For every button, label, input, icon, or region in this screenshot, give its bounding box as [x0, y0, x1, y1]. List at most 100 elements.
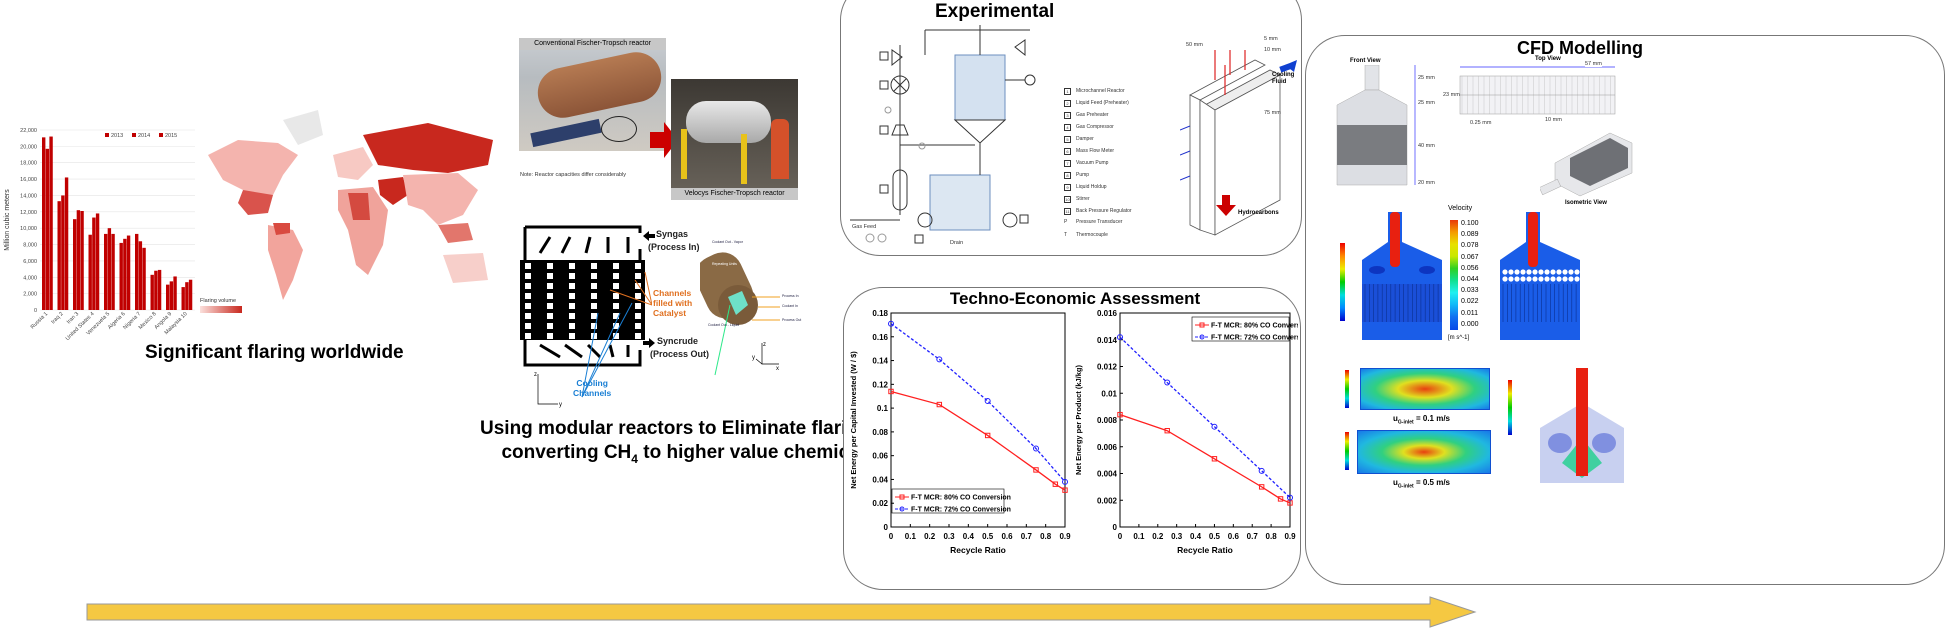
velocity-value: 0.078 — [1461, 242, 1479, 250]
legend-swatch — [132, 133, 136, 137]
velocity-value: 0.044 — [1461, 276, 1479, 284]
legend-text: Gas Preheater — [1076, 112, 1109, 118]
svg-text:x: x — [776, 366, 779, 370]
cooling-channel — [635, 293, 641, 299]
symbol-text: Thermocouple — [1076, 232, 1108, 238]
symbol: T — [1064, 232, 1068, 238]
cooling-fluid-1: Cooling — [1272, 72, 1295, 78]
y-tick-label: 14,000 — [20, 193, 37, 199]
legend-num: 6 — [1064, 147, 1071, 155]
y-tick-label: 18,000 — [20, 161, 37, 167]
legend-swatch — [105, 133, 109, 137]
cooling-channel — [613, 263, 619, 269]
legend-text: Microchannel Reactor — [1076, 88, 1125, 94]
process-in-label: (Process In) — [648, 242, 700, 252]
cooling-channel — [635, 283, 641, 289]
inlet-value-1: = 0.1 m/s — [1415, 414, 1450, 423]
drain-label: Drain — [950, 240, 964, 246]
x-tick-label: 0.5 — [1209, 532, 1221, 541]
bar-2014 — [76, 210, 81, 310]
legend-text: Damper — [1076, 136, 1094, 142]
svg-text:y: y — [559, 402, 562, 408]
legend-marker — [1199, 334, 1205, 340]
y-tick-label: 0.04 — [872, 475, 888, 484]
front-view-geometry — [1336, 65, 1416, 186]
legend-bar-b — [1345, 432, 1349, 470]
velocys-vessel — [686, 101, 771, 143]
legend-text: Vacuum Pump — [1076, 160, 1109, 166]
series-line — [890, 323, 1066, 483]
legend-num: 8 — [1064, 171, 1071, 179]
data-point — [888, 320, 894, 327]
cooling-channel — [613, 293, 619, 299]
y-tick-label: 0.002 — [1097, 496, 1118, 505]
legend-label: F-T MCR: 72% CO Conversion — [1211, 335, 1298, 342]
x-tick-label: 0.8 — [1266, 532, 1278, 541]
bar-2013 — [104, 233, 108, 310]
top-view-label: Top View — [1535, 56, 1561, 62]
catalyst-particle — [1562, 276, 1568, 282]
xyz-axes-icon: zyx — [752, 342, 779, 370]
x-tick-label: 0.1 — [1133, 532, 1145, 541]
dim-5mm: 5 mm — [1264, 36, 1278, 42]
velocity-value: 0.056 — [1461, 264, 1479, 272]
catalyst-particle — [1520, 269, 1526, 275]
x-tick-label: 0.2 — [924, 532, 936, 541]
catalyst-particle — [1508, 276, 1514, 282]
syngas-label: Syngas — [656, 229, 689, 239]
reactors-caption-line2: converting CH4 to higher value chemicals — [480, 441, 897, 471]
bar-2013 — [119, 242, 123, 310]
bar-2014 — [154, 270, 158, 310]
catalyst-line-3: Catalyst — [653, 308, 687, 318]
cooling-fluid-2: Fluid — [1272, 79, 1287, 85]
cooling-channel — [525, 333, 531, 339]
map-africa — [338, 187, 388, 275]
data-point — [1164, 379, 1171, 386]
cooling-channel — [547, 293, 553, 299]
reactor-block-diagram — [1180, 50, 1297, 236]
dim-57mm: 57 mm — [1585, 61, 1602, 67]
data-point — [1117, 334, 1123, 341]
dim-50mm: 50 mm — [1186, 42, 1203, 48]
cooling-channel — [547, 263, 553, 269]
x-tick-label: Iraq 2 — [50, 311, 64, 325]
bar-2015 — [95, 213, 100, 310]
catalyst-particle — [1508, 269, 1514, 275]
velocys-reactor-label: Velocys Fischer-Tropsch reactor — [671, 188, 798, 200]
y-tick-label: 0.16 — [872, 333, 888, 342]
legend-swatch — [159, 133, 163, 137]
dim-025mm: 0.25 mm — [1470, 120, 1492, 126]
y-tick-label: 10,000 — [20, 226, 37, 232]
data-point — [936, 356, 943, 363]
velocity-value: 0.089 — [1461, 231, 1479, 239]
techno-economic-panel — [843, 287, 1301, 590]
dim-10mm-cfd: 10 mm — [1545, 117, 1562, 123]
channel-contour-05 — [1357, 430, 1491, 474]
cooling-channel — [613, 283, 619, 289]
conventional-reactor-label: Conventional Fischer-Tropsch reactor — [519, 38, 666, 50]
y-tick-label: 0.14 — [872, 357, 888, 366]
top-view-geometry — [1459, 66, 1616, 115]
y-tick-label: 22,000 — [20, 128, 37, 134]
cooling-channel — [613, 313, 619, 319]
cooling-channel — [547, 273, 553, 279]
legend-marker — [899, 506, 905, 512]
people-circle — [601, 116, 637, 142]
x-tick-label: 0.4 — [963, 532, 975, 541]
y-tick-label: 12,000 — [20, 210, 37, 216]
cooling-channel — [613, 323, 619, 329]
cooling-channel — [591, 283, 597, 289]
contour-isometric — [1500, 212, 1582, 340]
x-axis-label: Recycle Ratio — [950, 545, 1006, 555]
velocity-value: 0.033 — [1461, 287, 1479, 295]
cyl-process-out: Process Out — [782, 318, 802, 322]
legend-label: F-T MCR: 80% CO Conversion — [911, 495, 1011, 502]
bar-2015 — [64, 177, 69, 310]
bar-2014 — [61, 195, 65, 310]
x-tick-label: 0.7 — [1021, 532, 1033, 541]
y-tick-label: 0.006 — [1097, 443, 1118, 452]
